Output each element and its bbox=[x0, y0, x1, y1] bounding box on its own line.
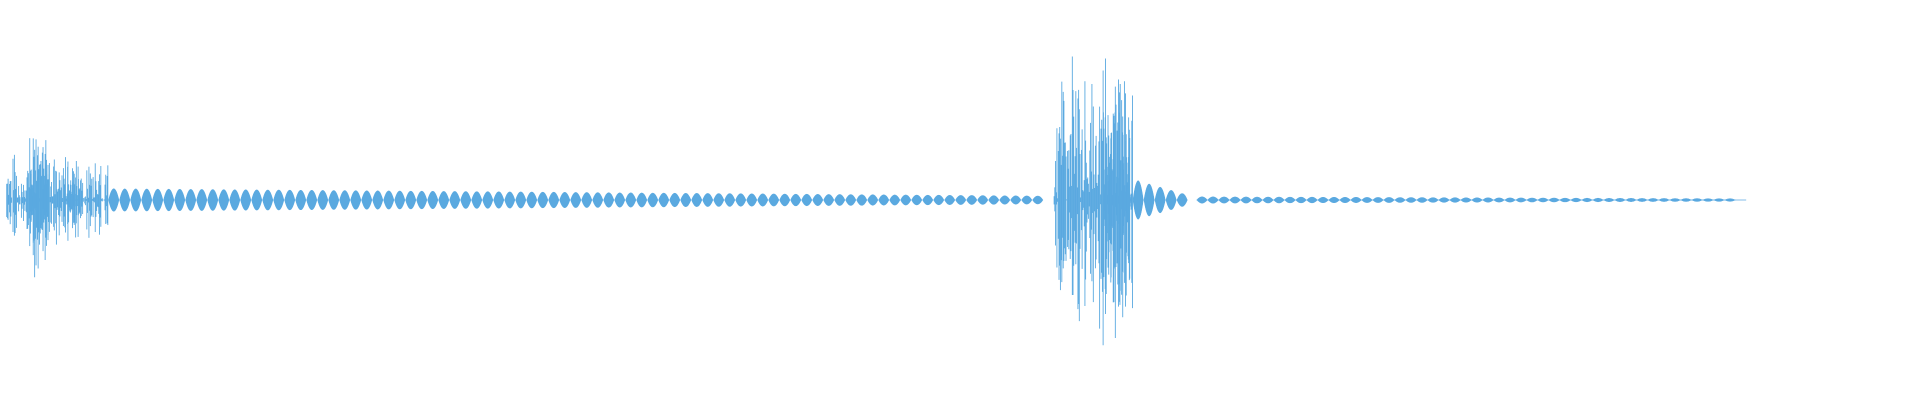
waveform-lobe bbox=[823, 194, 835, 206]
waveform-lobe bbox=[1132, 180, 1144, 220]
waveform-lobe bbox=[174, 189, 186, 211]
waveform-lobe bbox=[845, 194, 857, 206]
waveform-lobe bbox=[1010, 195, 1022, 205]
waveform-lobe bbox=[988, 195, 1000, 205]
waveform-lobe bbox=[383, 190, 395, 210]
waveform-lobe bbox=[416, 190, 428, 210]
waveform-lobe bbox=[1176, 193, 1188, 207]
waveform-trace bbox=[6, 56, 1747, 346]
waveform-lobe bbox=[130, 188, 142, 212]
waveform-lobe bbox=[801, 193, 813, 207]
waveform-lobe bbox=[548, 191, 560, 209]
waveform-lobe bbox=[449, 191, 461, 209]
waveform-lobe bbox=[768, 193, 780, 207]
waveform-lobe bbox=[856, 194, 868, 206]
waveform-lobe bbox=[339, 190, 351, 210]
waveform-lobe bbox=[460, 191, 472, 209]
waveform-lobe bbox=[691, 193, 703, 207]
waveform-lobe bbox=[680, 192, 692, 208]
waveform-lobe bbox=[1032, 195, 1044, 205]
waveform-lobe bbox=[438, 191, 450, 209]
waveform-lobe bbox=[328, 190, 340, 210]
waveform-lobe bbox=[163, 188, 175, 212]
waveform-lobe bbox=[1165, 190, 1177, 210]
waveform-lobe bbox=[746, 193, 758, 207]
waveform-lobe bbox=[394, 190, 406, 210]
waveform-lobe bbox=[218, 189, 230, 211]
waveform-lobe bbox=[141, 188, 153, 212]
waveform-lobe bbox=[878, 194, 890, 206]
waveform-lobe bbox=[361, 190, 373, 210]
waveform-lobe bbox=[702, 193, 714, 207]
waveform-lobe bbox=[614, 192, 626, 208]
waveform-lobe bbox=[537, 191, 549, 209]
waveform-lobe bbox=[1154, 186, 1166, 214]
waveform-lobe bbox=[647, 192, 659, 208]
waveform-lobe bbox=[570, 192, 582, 208]
waveform-lobe bbox=[977, 195, 989, 205]
waveform-lobe bbox=[526, 191, 538, 209]
waveform-lobe bbox=[515, 191, 527, 209]
waveform-lobe bbox=[284, 189, 296, 211]
waveform-lobe bbox=[812, 193, 824, 207]
waveform-lobe bbox=[592, 192, 604, 208]
waveform-lobe bbox=[603, 192, 615, 208]
waveform-lobe bbox=[350, 190, 362, 210]
waveform-lobe bbox=[240, 189, 252, 211]
waveform-lobe bbox=[625, 192, 637, 208]
waveform-lobe bbox=[229, 189, 241, 211]
waveform-lobe bbox=[427, 190, 439, 210]
waveform-lobe bbox=[757, 193, 769, 207]
waveform-lobe bbox=[1143, 183, 1155, 217]
waveform-lobe bbox=[185, 189, 197, 211]
waveform-lobe bbox=[966, 195, 978, 205]
waveform-lobe bbox=[669, 192, 681, 208]
waveform-lobe bbox=[889, 194, 901, 206]
waveform-lobe bbox=[504, 191, 516, 209]
waveform-lobe bbox=[713, 193, 725, 207]
waveform-lobe bbox=[1021, 195, 1033, 205]
waveform-lobe bbox=[834, 194, 846, 206]
waveform-lobe bbox=[790, 193, 802, 207]
waveform-lobe bbox=[196, 189, 208, 211]
waveform-lobe bbox=[482, 191, 494, 209]
waveform-lobe bbox=[581, 192, 593, 208]
waveform-lobe bbox=[944, 195, 956, 205]
waveform-lobe bbox=[735, 193, 747, 207]
waveform-lobe bbox=[955, 195, 967, 205]
waveform-lobe bbox=[317, 190, 329, 210]
waveform-lobe bbox=[724, 193, 736, 207]
waveform-lobe bbox=[119, 188, 131, 212]
waveform-lobe bbox=[867, 194, 879, 206]
waveform-lobe bbox=[933, 194, 945, 206]
waveform-lobe bbox=[405, 190, 417, 210]
waveform-lobe bbox=[493, 191, 505, 209]
waveform-lobe bbox=[636, 192, 648, 208]
waveform-lobe bbox=[922, 194, 934, 206]
waveform-lobe bbox=[251, 189, 263, 211]
waveform-lobe bbox=[152, 188, 164, 212]
waveform-lobe bbox=[779, 193, 791, 207]
waveform-lobe bbox=[262, 189, 274, 211]
waveform-lobe bbox=[108, 188, 120, 212]
waveform-lobe bbox=[471, 191, 483, 209]
waveform-lobe bbox=[306, 190, 318, 210]
waveform-lobe bbox=[911, 194, 923, 206]
waveform-lobe bbox=[273, 189, 285, 211]
waveform-lobe bbox=[207, 189, 219, 211]
waveform-lobe bbox=[900, 194, 912, 206]
waveform-lobe bbox=[999, 195, 1011, 205]
waveform-lobe bbox=[295, 189, 307, 211]
waveform-lobe bbox=[559, 192, 571, 208]
waveform-lobe bbox=[372, 190, 384, 210]
waveform-lobe bbox=[658, 192, 670, 208]
